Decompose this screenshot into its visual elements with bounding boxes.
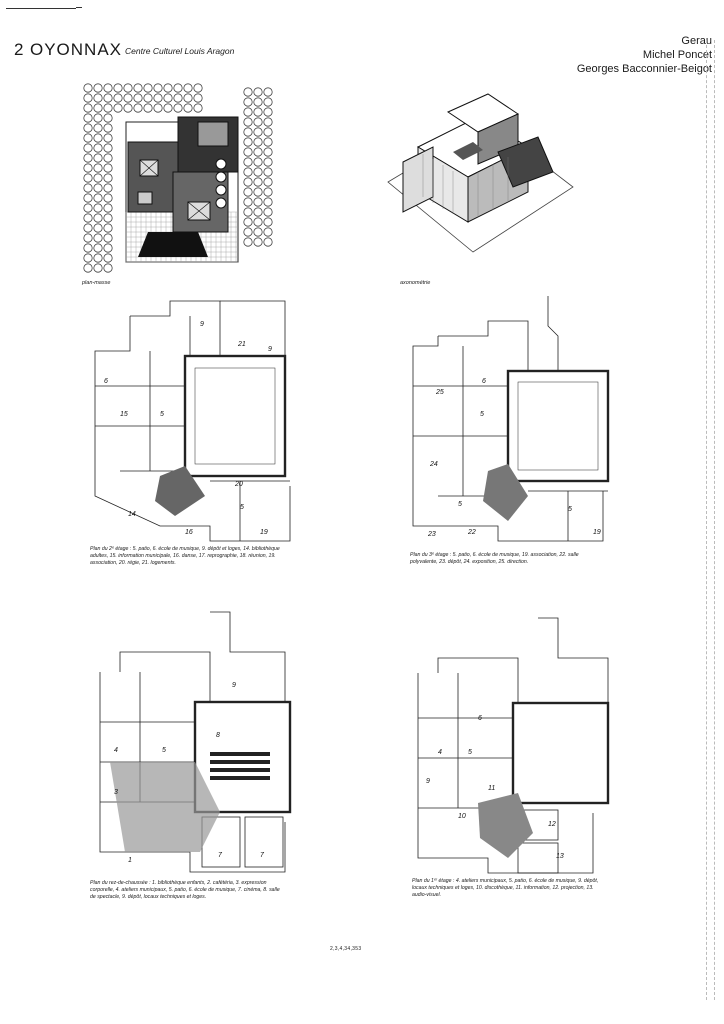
room-label: 5 bbox=[240, 504, 244, 511]
room-label: 9 bbox=[232, 682, 236, 689]
page-code: 2,3,4,34,353 bbox=[330, 946, 362, 952]
author-1: Gerau bbox=[681, 35, 712, 47]
room-label: 7 bbox=[260, 852, 265, 859]
room-label: 6 bbox=[478, 715, 482, 722]
room-label: 14 bbox=[128, 511, 136, 518]
room-label: 15 bbox=[120, 411, 128, 418]
page-number-title: 2 bbox=[14, 40, 24, 59]
room-label: 19 bbox=[260, 529, 268, 536]
plan-floor1-caption: Plan du 1ᵉʳ étage : 4. ateliers municipa… bbox=[412, 878, 599, 899]
room-label: 25 bbox=[435, 389, 444, 396]
page-title: OYONNAX bbox=[30, 40, 123, 59]
room-label: 20 bbox=[234, 481, 243, 488]
room-label: 19 bbox=[593, 529, 601, 536]
site-plan-drawing bbox=[83, 83, 273, 273]
room-label: 9 bbox=[268, 346, 272, 353]
room-label: 24 bbox=[429, 461, 438, 468]
plan-ground-drawing: 9 4 5 8 3 1 7 7 bbox=[99, 611, 292, 873]
plan-ground-caption: Plan du rez-de-chaussée : 1. bibliothèqu… bbox=[90, 880, 280, 901]
room-label: 5 bbox=[568, 506, 572, 513]
site-plan-label: plan-masse bbox=[82, 280, 111, 286]
room-label: 5 bbox=[160, 411, 164, 418]
room-label: 5 bbox=[162, 747, 166, 754]
authors-block: Gerau Michel Poncet Georges Bacconnier-B… bbox=[577, 34, 712, 76]
plan-floor1-drawing: 6 4 5 9 11 10 12 13 bbox=[417, 617, 610, 874]
room-label: 3 bbox=[114, 789, 118, 796]
room-label: 16 bbox=[185, 529, 193, 536]
room-label: 10 bbox=[458, 813, 466, 820]
top-rule bbox=[6, 7, 82, 9]
plan-floor3-caption: Plan du 3ᵉ étage : 5. patio, 6. école de… bbox=[410, 552, 579, 566]
room-label: 11 bbox=[488, 785, 495, 792]
room-label: 5 bbox=[468, 749, 472, 756]
margin-line bbox=[714, 40, 715, 1000]
room-label: 9 bbox=[200, 321, 204, 328]
room-label: 8 bbox=[216, 732, 220, 739]
plan-floor3-drawing: 6 25 5 24 5 23 22 5 19 bbox=[412, 296, 610, 542]
room-label: 5 bbox=[480, 411, 484, 418]
author-2: Michel Poncet bbox=[642, 49, 712, 61]
page-subtitle: Centre Culturel Louis Aragon bbox=[125, 46, 235, 56]
room-label: 4 bbox=[438, 749, 442, 756]
axonometric-label: axonométrie bbox=[400, 280, 431, 286]
room-label: 23 bbox=[427, 531, 436, 538]
room-label: 1 bbox=[128, 857, 132, 864]
axonometric-drawing bbox=[387, 93, 574, 253]
plan-floor2-drawing: 9 21 9 6 15 5 14 20 5 16 19 bbox=[94, 300, 291, 542]
room-label: 21 bbox=[237, 341, 246, 348]
room-label: 6 bbox=[104, 378, 108, 385]
author-3: Georges Bacconnier-Beigot bbox=[576, 63, 712, 75]
room-label: 13 bbox=[556, 853, 564, 860]
room-label: 6 bbox=[482, 378, 486, 385]
room-label: 12 bbox=[548, 821, 556, 828]
room-label: 7 bbox=[218, 852, 223, 859]
room-label: 4 bbox=[114, 747, 118, 754]
room-label: 9 bbox=[426, 778, 430, 785]
plan-floor2-caption: Plan du 2ᵉ étage : 5. patio, 6. école de… bbox=[90, 546, 280, 567]
room-label: 5 bbox=[458, 501, 462, 508]
room-label: 22 bbox=[467, 529, 476, 536]
margin-line bbox=[706, 40, 707, 1000]
